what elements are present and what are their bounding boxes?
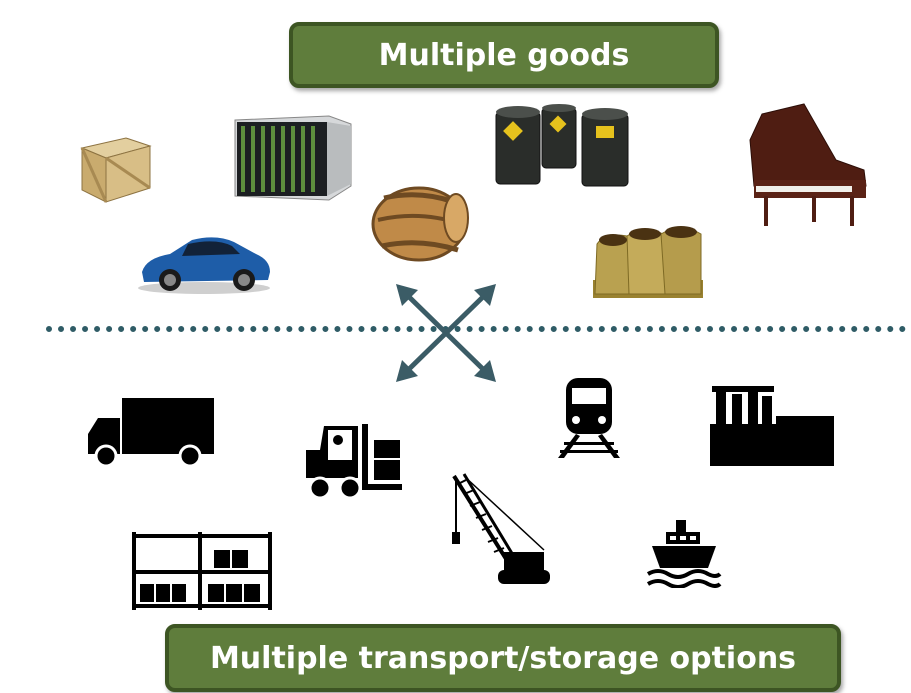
- sports-car-icon: [138, 237, 270, 294]
- warehouse-racks-icon: [132, 532, 272, 610]
- oil-drums-icon: [495, 104, 629, 187]
- wooden-barrel-icon: [371, 186, 469, 262]
- grand-piano-icon: [749, 103, 867, 226]
- truck-icon: [88, 398, 214, 466]
- dotted-divider: [46, 326, 906, 332]
- transport-storage-banner: Multiple transport/storage options: [165, 624, 841, 692]
- forklift-icon: [306, 424, 402, 500]
- grain-sacks-icon: [593, 214, 703, 298]
- crane-icon: [452, 473, 550, 584]
- multiple-goods-label: Multiple goods: [378, 37, 630, 73]
- factory-icon: [710, 386, 834, 466]
- server-rack-icon: [234, 115, 352, 201]
- transport-storage-label: Multiple transport/storage options: [209, 640, 797, 676]
- train-icon: [558, 378, 620, 458]
- crossing-arrows-icon: [396, 284, 496, 382]
- wooden-crate-icon: [80, 137, 152, 203]
- multiple-goods-banner: Multiple goods: [289, 22, 719, 88]
- ship-icon: [646, 520, 722, 588]
